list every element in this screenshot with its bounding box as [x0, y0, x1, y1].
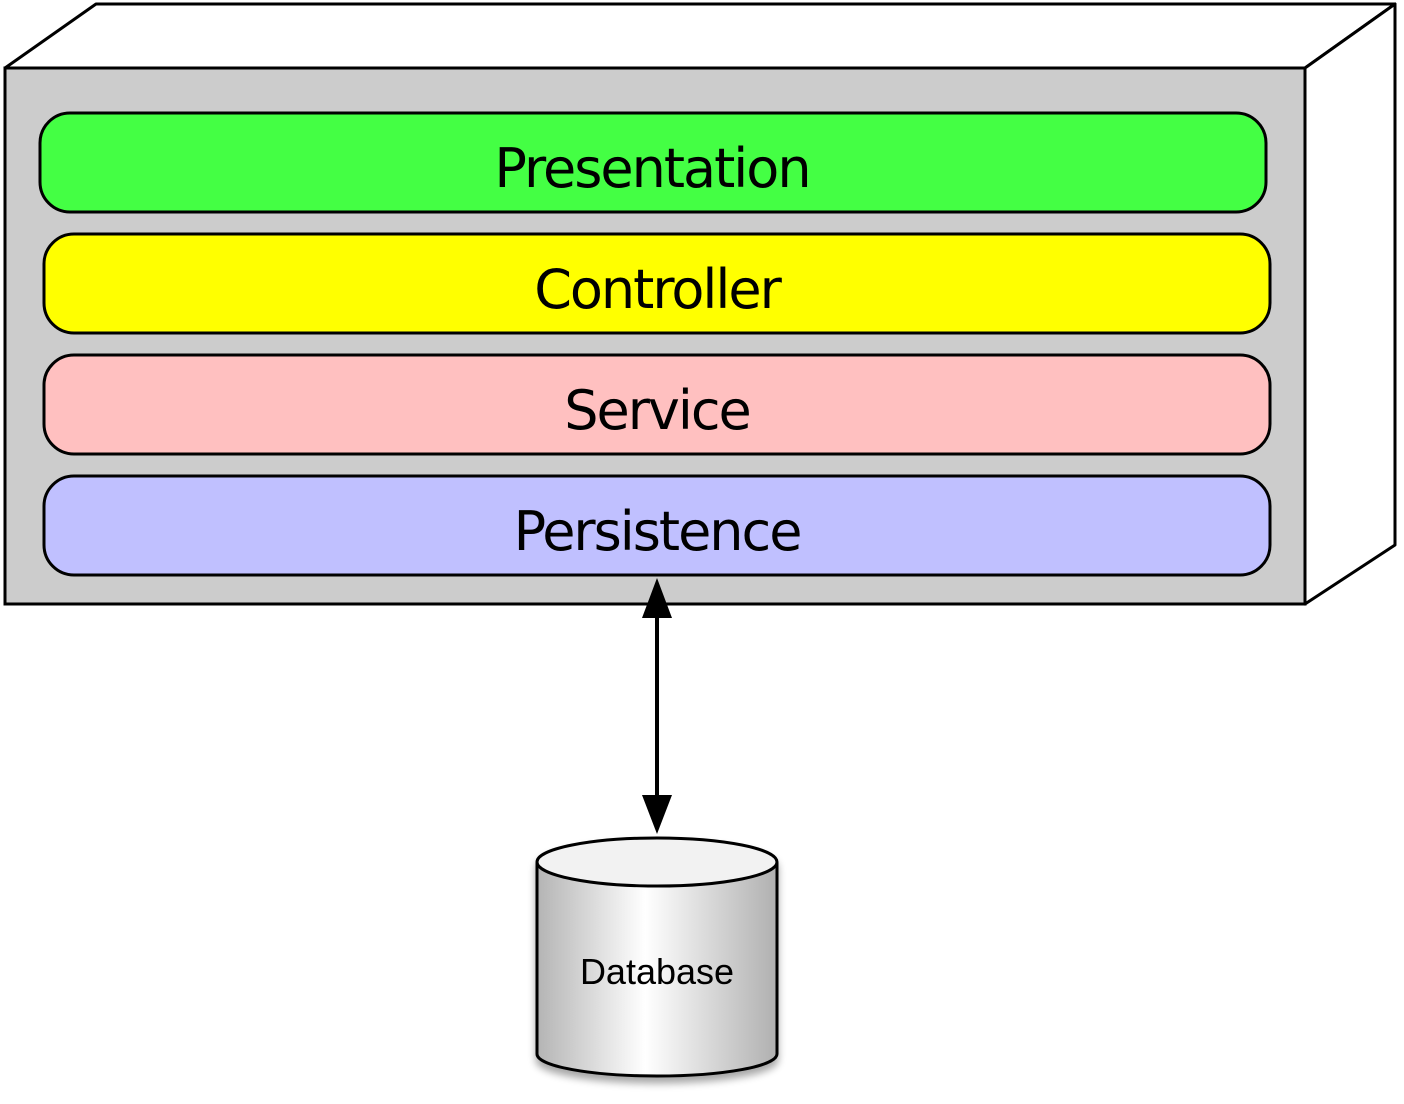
- layer-persistence-box: [42, 474, 1272, 577]
- database-label: Database: [580, 951, 734, 992]
- database-cylinder: [535, 836, 779, 1078]
- layer-controller-box: [42, 232, 1272, 335]
- layer-service-label: Service: [564, 379, 750, 442]
- layer-controller-label: Controller: [534, 258, 782, 321]
- container-side-face: [1303, 2, 1397, 606]
- layer-presentation: Presentation: [38, 111, 1268, 214]
- database-top: [535, 836, 779, 888]
- bidirectional-arrow: [642, 578, 672, 834]
- layer-persistence: Persistence: [42, 474, 1272, 577]
- container-top-face: [3, 2, 1397, 70]
- database-body: [535, 862, 779, 1078]
- layer-controller: Controller: [42, 232, 1272, 335]
- layer-service: Service: [42, 353, 1272, 456]
- layer-presentation-box: [38, 111, 1268, 214]
- arrow-head-down: [642, 795, 672, 834]
- layer-persistence-label: Persistence: [514, 500, 801, 563]
- layer-service-box: [42, 353, 1272, 456]
- layer-presentation-label: Presentation: [494, 137, 809, 200]
- arrow-head-up: [642, 578, 672, 618]
